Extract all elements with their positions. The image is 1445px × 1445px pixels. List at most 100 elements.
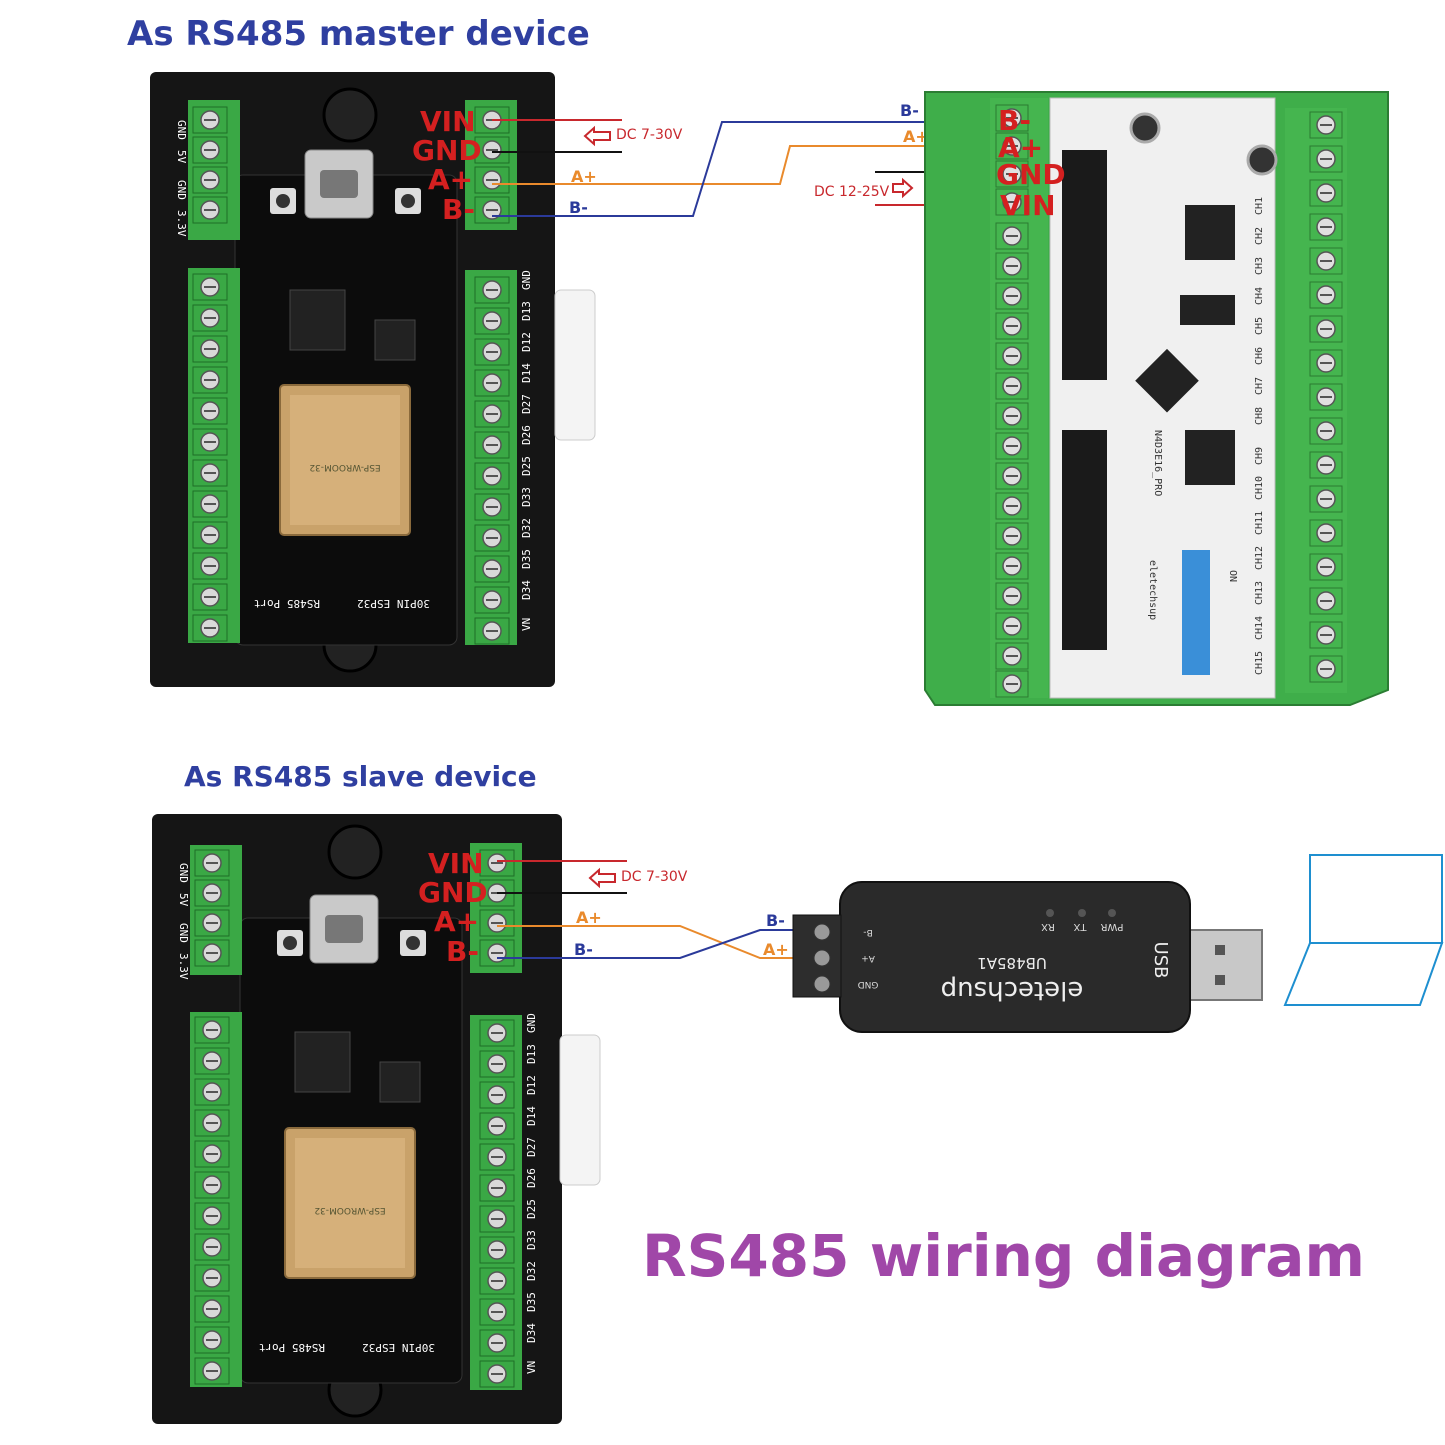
usb-a-wire-label: A+: [763, 940, 789, 959]
slave-wires: [497, 860, 822, 959]
svg-text:CH13: CH13: [1254, 581, 1265, 605]
svg-text:eletechsup: eletechsup: [1147, 560, 1158, 620]
svg-text:D33: D33: [520, 487, 533, 507]
svg-text:ON: ON: [1227, 570, 1238, 582]
svg-text:D33: D33: [525, 1230, 538, 1250]
svg-text:D26: D26: [525, 1168, 538, 1188]
laptop-icon: [1283, 854, 1444, 1006]
svg-text:ESP-WROOM-32: ESP-WROOM-32: [309, 462, 380, 472]
svg-text:B-: B-: [863, 927, 872, 937]
svg-text:D12: D12: [525, 1075, 538, 1095]
svg-text:GND: GND: [858, 979, 879, 989]
svg-text:D34: D34: [525, 1323, 538, 1343]
slave-a-wire-label: A+: [576, 908, 602, 927]
io-dc-label: DC 12-25V: [814, 184, 890, 200]
svg-text:D14: D14: [520, 363, 533, 383]
svg-text:5V: 5V: [175, 150, 188, 164]
master-bminus-label: B-: [442, 193, 475, 226]
slave-aplus-label: A+: [434, 905, 479, 938]
svg-text:CH10: CH10: [1254, 476, 1265, 500]
usb-rs485-adapter: RX TX PWR UB485A1 eletechsup USB B- A+ G…: [792, 881, 1263, 1033]
master-a-wire-label: A+: [571, 167, 597, 186]
slave-heading: As RS485 slave device: [184, 760, 537, 793]
dc-arrow-icon: [588, 867, 616, 889]
master-vin-label: VIN: [420, 105, 476, 138]
svg-text:CH14: CH14: [1254, 616, 1265, 640]
svg-text:CH7: CH7: [1254, 377, 1265, 395]
svg-text:CH8: CH8: [1254, 407, 1265, 425]
master-heading: As RS485 master device: [127, 14, 590, 54]
svg-text:CH2: CH2: [1254, 227, 1265, 245]
svg-text:eletechsup: eletechsup: [941, 975, 1084, 1005]
svg-text:30PIN ESP32: 30PIN ESP32: [357, 597, 430, 610]
svg-text:D32: D32: [520, 518, 533, 538]
svg-text:UB485A1: UB485A1: [977, 954, 1047, 972]
io-b-wire-label: B-: [900, 101, 919, 120]
master-gnd-label: GND: [412, 134, 482, 167]
master-dc-label: DC 7-30V: [616, 127, 683, 143]
svg-text:D14: D14: [525, 1106, 538, 1126]
diagram-title: RS485 wiring diagram: [642, 1222, 1365, 1290]
svg-text:D34: D34: [520, 580, 533, 600]
svg-text:GND: GND: [175, 180, 188, 200]
svg-text:PWR: PWR: [1101, 921, 1124, 932]
svg-text:CH9: CH9: [1254, 447, 1265, 465]
svg-text:5V: 5V: [177, 893, 190, 907]
usb-plug-icon: [1179, 929, 1263, 1001]
dip-switch-icon: [1182, 550, 1210, 675]
slave-dc-label: DC 7-30V: [621, 869, 688, 885]
svg-text:TX: TX: [1073, 921, 1087, 932]
svg-text:3.3V: 3.3V: [175, 210, 188, 237]
io-aplus-label: A+: [998, 131, 1043, 164]
svg-text:D27: D27: [520, 394, 533, 414]
svg-text:RS485 Port: RS485 Port: [254, 597, 320, 610]
io-gnd-label: GND: [996, 158, 1066, 191]
svg-text:CH4: CH4: [1254, 287, 1265, 305]
usb-b-wire-label: B-: [766, 911, 785, 930]
svg-text:USB: USB: [1150, 942, 1171, 979]
svg-text:D35: D35: [520, 549, 533, 569]
svg-text:CH6: CH6: [1254, 347, 1265, 365]
svg-text:3.3V: 3.3V: [177, 953, 190, 980]
svg-text:D13: D13: [520, 301, 533, 321]
svg-text:RS485 Port: RS485 Port: [259, 1341, 325, 1354]
svg-text:30PIN ESP32: 30PIN ESP32: [362, 1341, 435, 1354]
svg-text:GND: GND: [525, 1013, 538, 1033]
io-a-wire-label: A+: [903, 127, 929, 146]
svg-text:D13: D13: [525, 1044, 538, 1064]
svg-text:CH12: CH12: [1254, 546, 1265, 570]
dc-arrow-icon: [892, 177, 914, 199]
svg-text:D27: D27: [525, 1137, 538, 1157]
dc-arrow-icon: [583, 125, 611, 147]
svg-text:CH15: CH15: [1254, 651, 1265, 675]
svg-text:A+: A+: [861, 953, 875, 963]
svg-text:D12: D12: [520, 332, 533, 352]
master-b-wire-label: B-: [569, 198, 588, 217]
svg-text:VN: VN: [520, 618, 533, 631]
svg-text:GND: GND: [177, 923, 190, 943]
svg-text:CH5: CH5: [1254, 317, 1265, 335]
slave-gnd-label: GND: [418, 876, 488, 909]
io-vin-label: VIN: [1000, 189, 1056, 222]
svg-text:N4D3E16_PRO: N4D3E16_PRO: [1152, 430, 1163, 496]
slave-vin-label: VIN: [428, 847, 484, 880]
svg-text:CH1: CH1: [1254, 197, 1265, 215]
svg-text:D35: D35: [525, 1292, 538, 1312]
svg-text:GND: GND: [177, 863, 190, 883]
slave-b-wire-label: B-: [574, 940, 593, 959]
svg-text:D25: D25: [520, 456, 533, 476]
svg-text:GND: GND: [175, 120, 188, 140]
svg-text:GND: GND: [520, 270, 533, 290]
svg-text:CH3: CH3: [1254, 257, 1265, 275]
slave-bminus-label: B-: [446, 935, 479, 968]
io-bminus-label: B-: [998, 104, 1031, 137]
svg-text:D26: D26: [520, 425, 533, 445]
master-esp32-board: ESP-WROOM-32 GND 5V GND 3.3V GND D13 D12…: [150, 72, 596, 687]
svg-text:CH11: CH11: [1254, 511, 1265, 535]
slave-esp32-board: ESP-WROOM-32 GND 5V GND 3.3V GND D13 D12…: [152, 814, 601, 1424]
io-module-n4d3e16: N4D3E16_PRO eletechsup ON CH1 CH2 CH3 CH…: [924, 91, 1389, 706]
svg-text:VN: VN: [525, 1361, 538, 1374]
svg-text:ESP-WROOM-32: ESP-WROOM-32: [314, 1205, 385, 1215]
svg-text:RX: RX: [1041, 921, 1055, 932]
